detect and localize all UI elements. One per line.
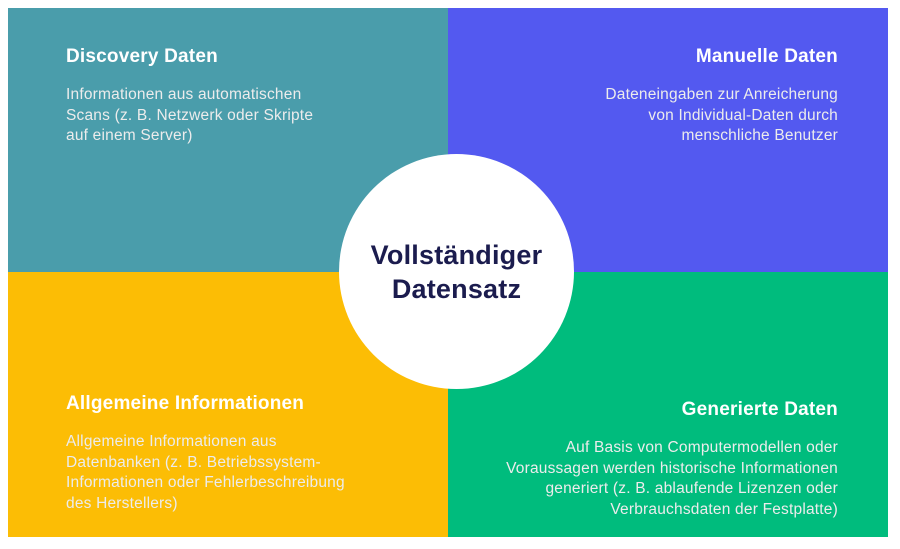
quadrant-body-generierte-daten: Auf Basis von Computermodellen oder Vora… — [506, 439, 838, 518]
quadrant-discovery-daten: Discovery Daten Informationen aus automa… — [8, 8, 448, 272]
quadrant-title-generierte-daten: Generierte Daten — [681, 399, 838, 420]
quadrant-title-allgemeine-informationen: Allgemeine Informationen — [66, 393, 305, 414]
quadrant-generierte-daten: Generierte Daten Auf Basis von Computerm… — [448, 272, 888, 537]
quadrant-body-manuelle-daten: Dateneingaben zur Anreicherung von Indiv… — [605, 86, 838, 144]
center-circle: Vollständiger Datensatz — [339, 154, 574, 389]
quadrant-body-allgemeine-informationen: Allgemeine Informationen aus Datenbanken… — [66, 433, 345, 512]
quadrant-body-discovery-daten: Informationen aus automatischen Scans (z… — [66, 86, 314, 144]
quadrant-title-manuelle-daten: Manuelle Daten — [695, 46, 838, 67]
quadrant-title-discovery-daten: Discovery Daten — [66, 46, 218, 67]
center-label: Vollständiger Datensatz — [370, 239, 543, 304]
